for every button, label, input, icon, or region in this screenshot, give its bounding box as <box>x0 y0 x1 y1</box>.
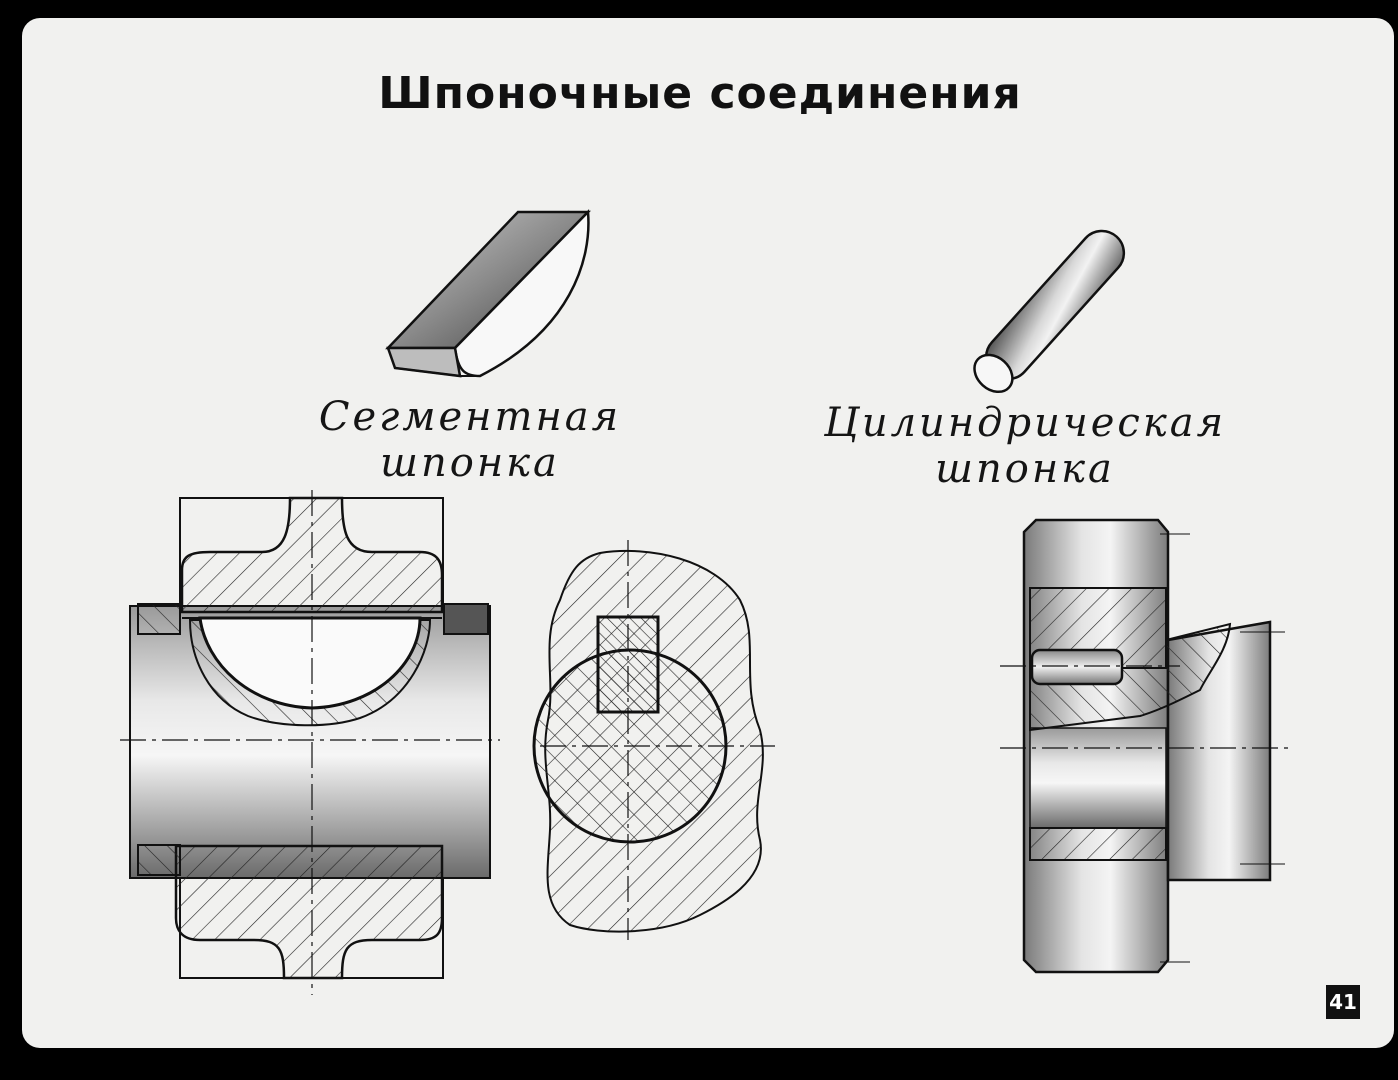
cylindrical-key-assembly <box>1000 518 1290 974</box>
cylindrical-key-caption-line1: Цилиндрическая <box>823 400 1227 446</box>
slide-title: Шпоночные соединения <box>378 68 1022 119</box>
page-number: 41 <box>1326 985 1360 1019</box>
cylindrical-key-caption: Цилиндрическая шпонка <box>805 400 1245 492</box>
cylindrical-key-caption-line2: шпонка <box>935 446 1115 492</box>
segment-key-caption-line2: шпонка <box>380 440 560 486</box>
segment-key-longitudinal-section <box>120 490 500 995</box>
segment-key-caption-line1: Сегментная <box>318 394 622 440</box>
cylindrical-key-icon <box>973 229 1126 394</box>
segment-key-cross-section <box>532 540 775 940</box>
segment-key-caption: Сегментная шпонка <box>300 394 640 486</box>
segment-key-icon <box>385 209 591 378</box>
